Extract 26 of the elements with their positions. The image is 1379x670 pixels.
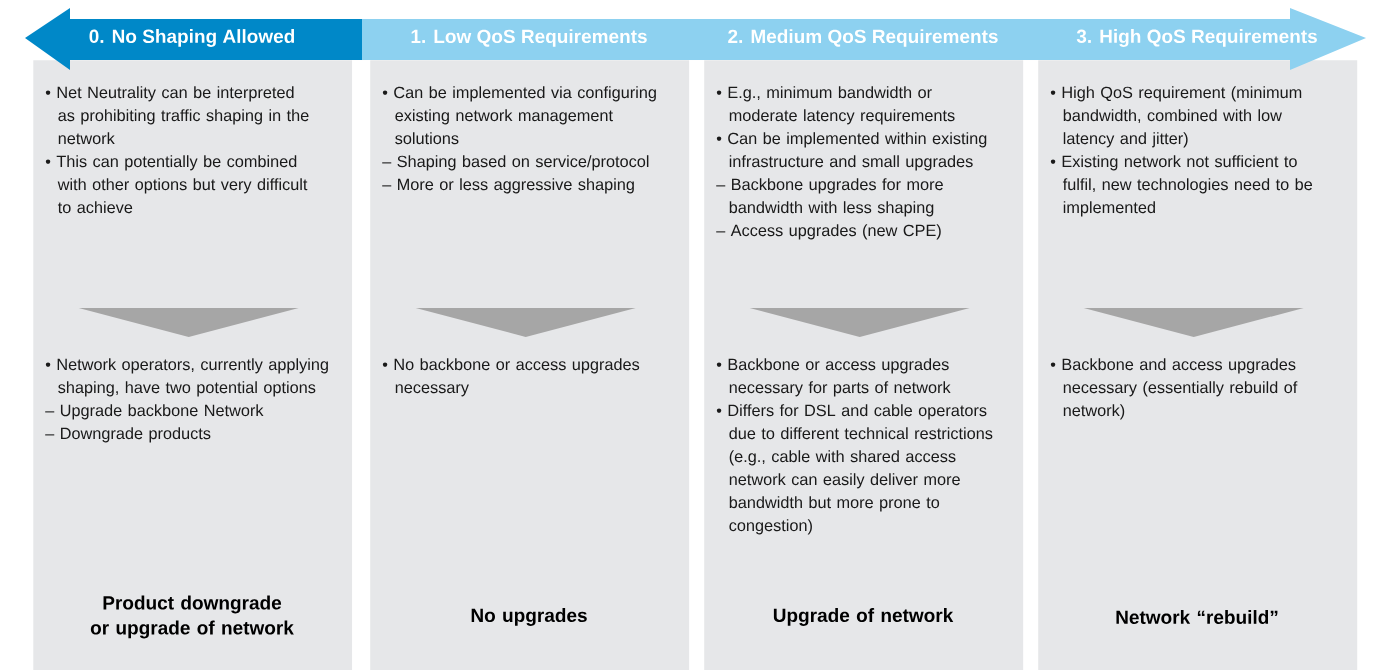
chevron-arrow [1083, 308, 1304, 337]
bullet-list: • No backbone or access upgrades necessary [382, 358, 640, 397]
header-text: 2. Medium QoS Requirements [728, 29, 998, 47]
bullet-list: • Network operators, currently applying shaping, have two potential options – Upgrade backbone Network – Downgrade products [45, 358, 328, 443]
header-text: 1. Low QoS Requirements [411, 29, 647, 47]
column-panel [370, 60, 690, 670]
chevron-arrow [415, 308, 636, 337]
direction-arrow [25, 8, 362, 70]
bullet-list: • E.g., minimum bandwidth or moderate latency requirements • Can be implemented within existing infrastructure and small upgrades – Backbone upgrades for more bandwidth with less shaping – Access upgrades (new CPE) [716, 86, 987, 240]
chevron-arrow [749, 308, 970, 337]
bullet-list: • Backbone or access upgrades necessary for parts of network • Differs for DSL and cable operators due to different technical restrictions (e.g., cable with shared access network can easily deliver more bandwidth but more prone to congestion) [716, 358, 993, 535]
chevron-arrow [78, 308, 299, 337]
header-text: 0. No Shaping Allowed [89, 29, 295, 47]
conclusion-text: Upgrade of network [773, 608, 954, 626]
bullet-list: • Can be implemented via configuring existing network management solutions – Shaping based on service/protocol – More or less aggressive shaping [382, 86, 656, 194]
column-panel [1038, 60, 1358, 670]
conclusion-text: Network “rebuild” [1116, 610, 1278, 624]
column-panel [704, 60, 1024, 670]
column-panel [33, 60, 353, 670]
conclusion-text: No upgrades [471, 608, 587, 626]
direction-arrow [362, 8, 1366, 70]
bullet-list: • Backbone and access upgrades necessary (essentially rebuild of network) [1050, 358, 1298, 420]
conclusion-text: Product downgrade or upgrade of network [90, 595, 294, 639]
header-text: 3. High QoS Requirements [1076, 29, 1317, 47]
bullet-list: • Net Neutrality can be interpreted as prohibiting traffic shaping in the network • This can potentially be combined with other options but very difficult to achieve [45, 86, 309, 214]
bullet-list: • High QoS requirement (minimum bandwidth, combined with low latency and jitter) • Existing network not sufficient to fulfil, new technologies need to be implemented [1050, 86, 1313, 217]
